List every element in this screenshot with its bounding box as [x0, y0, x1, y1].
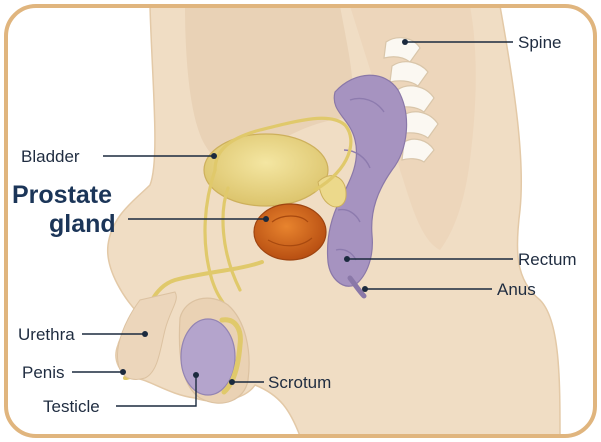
prostate-organ [254, 204, 326, 260]
label-urethra: Urethra [18, 325, 75, 344]
label-anus: Anus [497, 280, 536, 299]
label-prostate-line1: Prostate [12, 181, 112, 209]
testicle-organ [181, 319, 235, 395]
label-spine: Spine [518, 33, 561, 52]
label-prostate-line2: gland [49, 210, 116, 238]
bladder-organ [204, 134, 328, 206]
label-scrotum: Scrotum [268, 373, 331, 392]
label-bladder: Bladder [21, 147, 80, 166]
label-penis: Penis [22, 363, 65, 382]
label-rectum: Rectum [518, 250, 577, 269]
label-testicle: Testicle [43, 397, 100, 416]
